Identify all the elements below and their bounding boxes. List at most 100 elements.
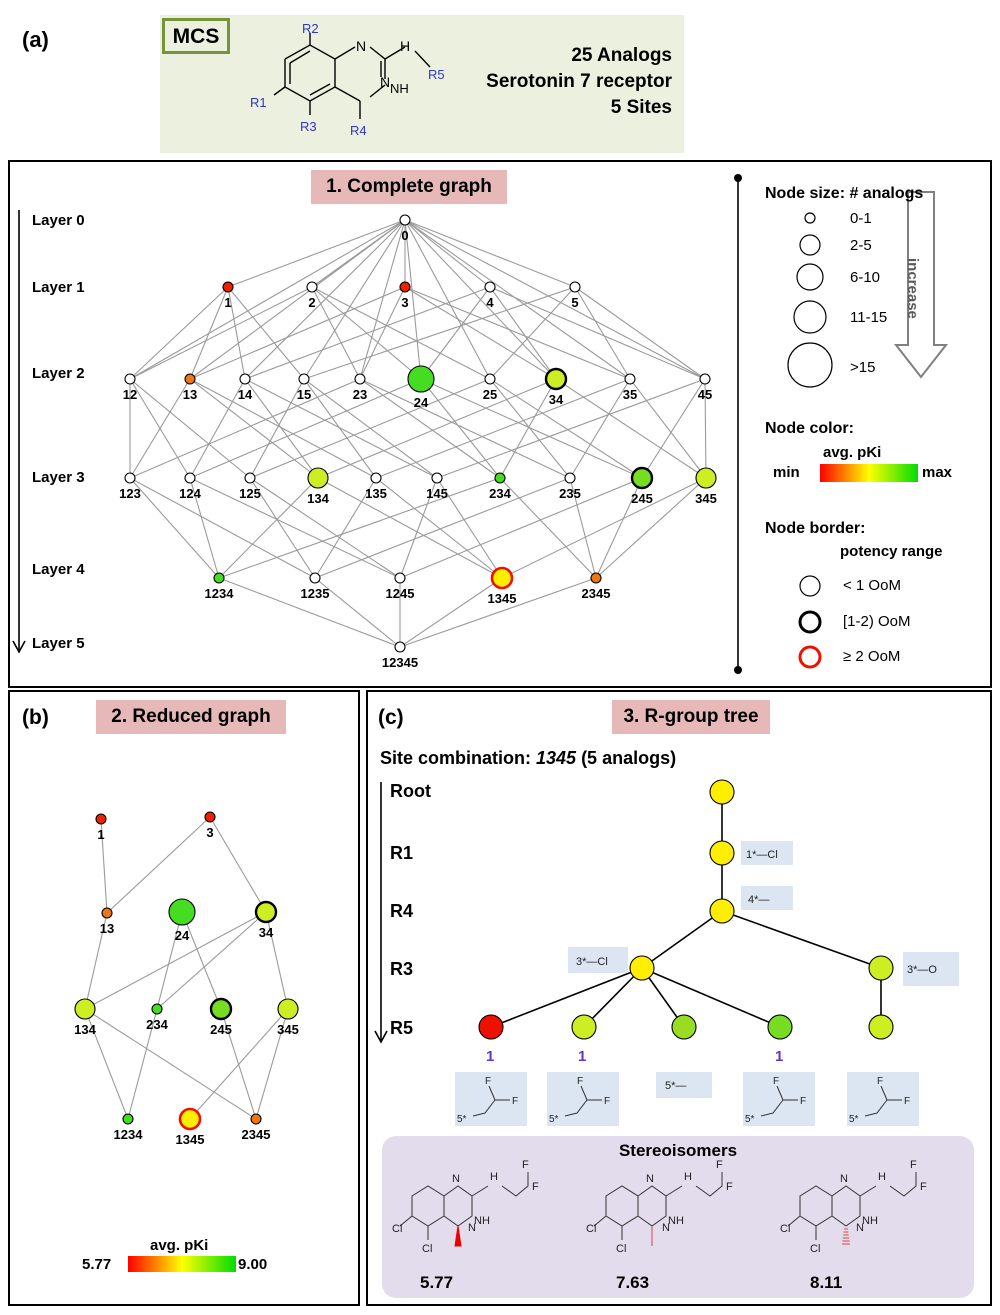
color-legend-bar — [820, 464, 918, 482]
graph-node-125 — [244, 472, 256, 484]
graph-node-label-245: 245 — [631, 491, 653, 506]
graph-edge — [314, 477, 571, 579]
graph-node-label-134: 134 — [307, 491, 329, 506]
reduced-node-24 — [168, 898, 196, 926]
sub-r4: 4*— — [748, 894, 769, 906]
graph-node-label-35: 35 — [623, 387, 637, 402]
graph-edge — [227, 286, 246, 380]
graph-edge — [489, 286, 576, 380]
tree-leaf-5 — [868, 1014, 894, 1040]
sub-r3-right: 3*—O — [907, 964, 937, 976]
size-legend-2-5 — [799, 234, 821, 256]
svg-text:5*: 5* — [745, 1114, 755, 1125]
svg-text:F: F — [726, 1181, 733, 1193]
layer-3-label: Layer 3 — [32, 469, 85, 486]
reduced-node-1 — [95, 813, 107, 825]
svg-text:5*: 5* — [457, 1114, 467, 1125]
graph-edge — [404, 286, 631, 380]
tree-leaf-2 — [571, 1014, 597, 1040]
mcs-atom-n2: N — [380, 74, 390, 90]
reduced-node-label-24: 24 — [175, 928, 190, 943]
graph-node-1 — [222, 281, 234, 293]
border-legend-item-3: ≥ 2 OoM — [843, 648, 901, 665]
graph-edge — [249, 378, 305, 479]
reduced-node-label-13: 13 — [100, 921, 114, 936]
stereo-value-3: 8.11 — [810, 1273, 843, 1292]
reduced-graph-title: 2. Reduced graph — [96, 700, 286, 734]
mcs-info: 25 Analogs Serotonin 7 receptor 5 Sites — [486, 43, 672, 121]
reduced-node-1345 — [178, 1107, 202, 1131]
border-legend-thick — [798, 610, 822, 634]
graph-edge — [404, 219, 422, 380]
rgroup-tree-panel — [366, 690, 992, 1306]
graph-node-label-25: 25 — [483, 387, 497, 402]
mcs-atom-nh: NH — [390, 81, 409, 96]
mcs-info-sites: 5 Sites — [610, 97, 672, 118]
graph-edge — [499, 378, 557, 479]
graph-node-245 — [630, 466, 654, 490]
graph-edge — [489, 286, 706, 380]
graph-edge — [129, 219, 406, 380]
leaf-count-2: 1 — [578, 1048, 586, 1065]
pki-colorbar-max: 9.00 — [238, 1256, 268, 1273]
graph-node-label-1: 1 — [224, 295, 231, 310]
mcs-info-analogs: 25 Analogs — [571, 45, 672, 66]
graph-edge — [303, 219, 406, 380]
layer-1-label: Layer 1 — [32, 279, 85, 296]
reduced-edge — [100, 818, 108, 914]
svg-text:N: N — [468, 1222, 476, 1234]
layer-5-label: Layer 5 — [32, 635, 85, 652]
graph-node-label-1234: 1234 — [205, 586, 235, 601]
mcs-r1: R1 — [250, 95, 267, 110]
size-legend-item-1: 0-1 — [850, 210, 872, 227]
reduced-edge — [156, 911, 267, 1010]
graph-edge — [189, 477, 401, 579]
panel-a-label: (a) — [22, 27, 49, 52]
site-combination: Site combination: 1345 (5 analogs) — [380, 748, 676, 769]
reduced-edge — [84, 911, 267, 1010]
pki-colorbar-min: 5.77 — [82, 1256, 112, 1273]
graph-node-label-235: 235 — [559, 486, 581, 501]
panel-b-label: (b) — [22, 706, 49, 729]
svg-text:F: F — [485, 1076, 491, 1087]
graph-edge — [436, 477, 503, 579]
difluoroethyl-sketch-2: 5*FF — [549, 1076, 610, 1125]
sub-box-leaf1 — [455, 1072, 527, 1126]
graph-node-1345 — [490, 566, 514, 590]
svg-text:F: F — [522, 1159, 529, 1171]
mcs-atom-h: H — [400, 38, 410, 54]
difluoroethyl-sketch-1: 5*FF — [457, 1076, 518, 1125]
reduced-edge — [209, 816, 267, 913]
reduced-node-134 — [74, 998, 96, 1020]
reduced-graph-panel — [8, 690, 360, 1306]
sub-box-r3-left — [568, 947, 628, 973]
border-legend-sub: potency range — [840, 543, 943, 560]
difluoroethyl-sketch-4: 5*FF — [849, 1076, 910, 1125]
graph-edge — [595, 477, 707, 579]
graph-node-label-234: 234 — [489, 486, 511, 501]
graph-edge — [436, 378, 706, 479]
graph-edge — [317, 378, 557, 479]
tree-leaf-1 — [478, 1014, 504, 1040]
site-combination-suffix: (5 analogs) — [576, 748, 677, 768]
graph-edge — [595, 477, 643, 579]
sub-box-r3-right — [903, 952, 959, 986]
reduced-edge — [84, 912, 108, 1010]
stereo-value-1: 5.77 — [420, 1273, 454, 1292]
reduced-node-label-2345: 2345 — [242, 1127, 271, 1142]
graph-edge — [629, 378, 707, 479]
graph-node-1234 — [213, 572, 225, 584]
mcs-r5: R5 — [428, 67, 445, 82]
r-level-r1: R1 — [390, 843, 414, 863]
sub-leaf3: 5*— — [665, 1080, 686, 1092]
graph-edge — [189, 378, 246, 479]
tree-leaf-3 — [671, 1014, 697, 1040]
graph-node-15 — [298, 373, 310, 385]
leaf-count-1: 1 — [486, 1048, 494, 1065]
border-legend-normal — [799, 575, 821, 597]
graph-edge — [218, 477, 501, 579]
reduced-edge — [181, 911, 222, 1010]
graph-node-label-145: 145 — [426, 486, 448, 501]
graph-node-345 — [695, 467, 717, 489]
svg-text:F: F — [800, 1096, 806, 1107]
